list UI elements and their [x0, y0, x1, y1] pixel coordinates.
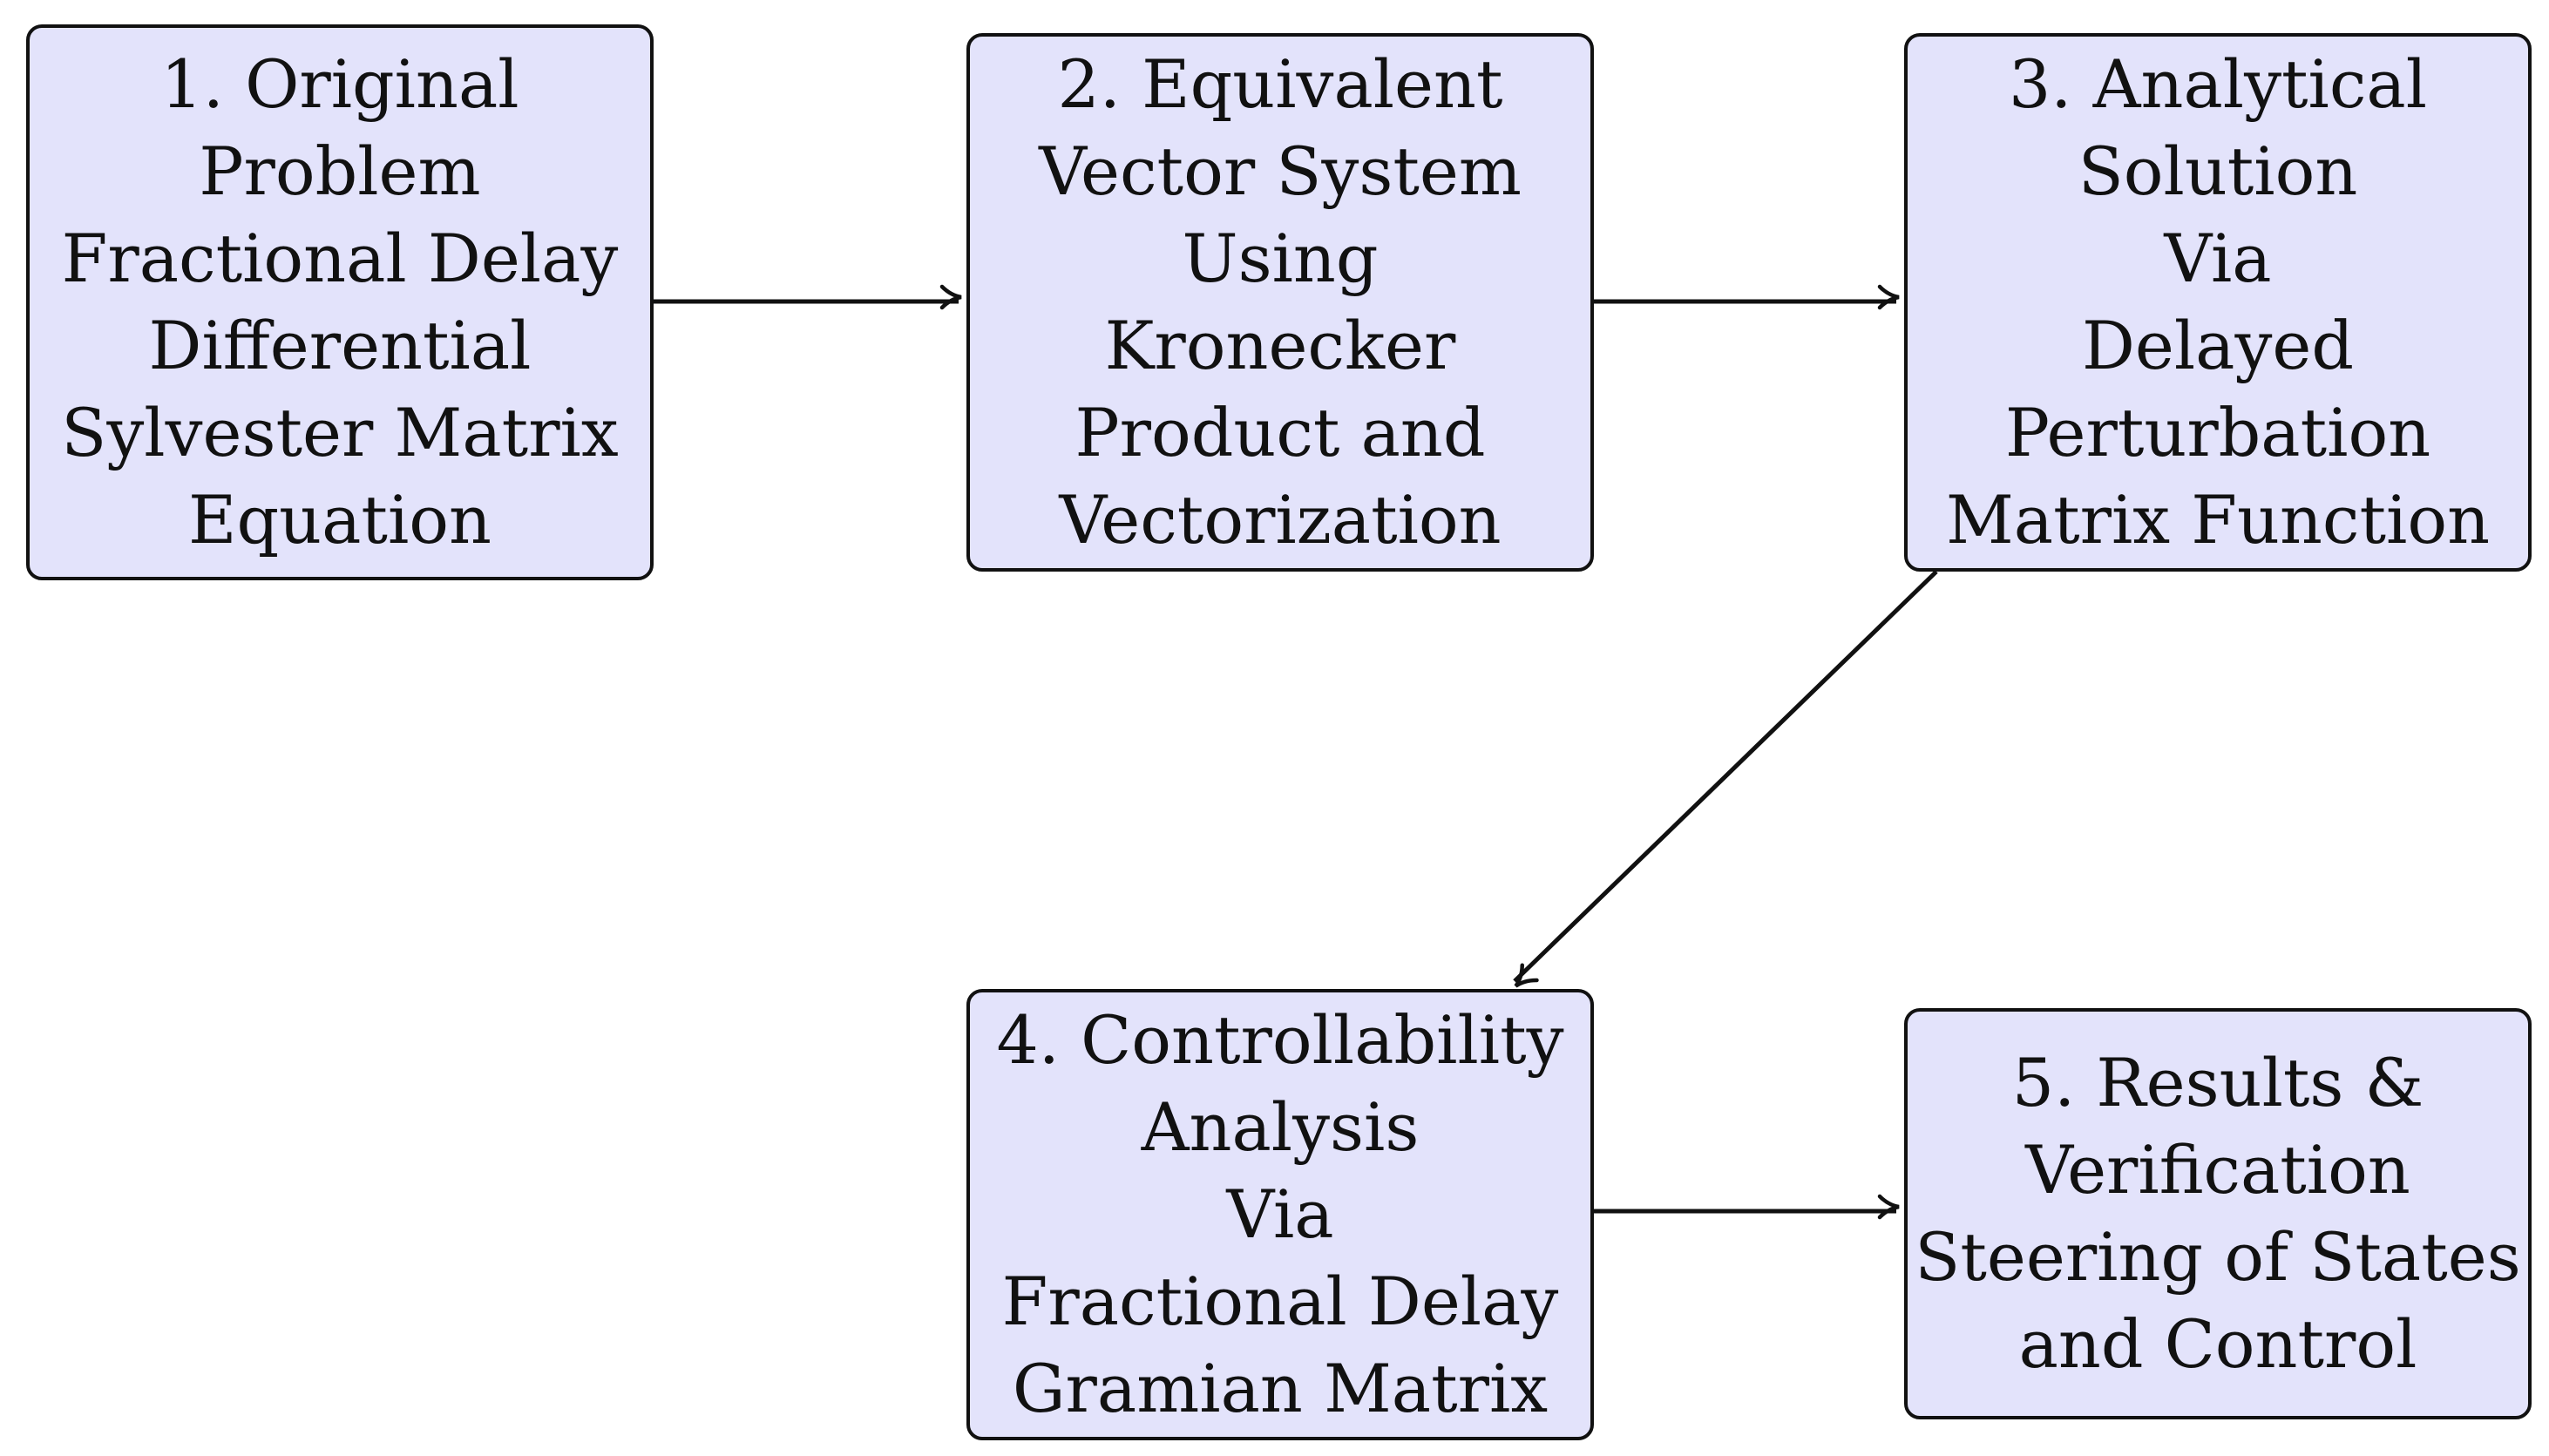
step-2-line: Using	[1182, 220, 1379, 297]
step-2-line: 2. Equivalent	[1057, 45, 1503, 123]
step-1-line: Fractional Delay	[61, 220, 619, 297]
step-4-controllability-node: 4. Controllability Analysis Via Fraction…	[966, 989, 1594, 1440]
step-4-line: Gramian Matrix	[1012, 1350, 1549, 1427]
step-3-line: Perturbation	[2004, 394, 2431, 471]
step-1-line: Equation	[188, 481, 491, 559]
step-1-line: Problem	[199, 132, 481, 210]
step-3-line: Via	[2164, 220, 2272, 297]
step-4-line: Fractional Delay	[1001, 1263, 1559, 1340]
step-3-line: 3. Analytical	[2008, 45, 2428, 123]
step-1-line: 1. Original	[160, 45, 519, 123]
step-2-vector-system-node: 2. Equivalent Vector System Using Kronec…	[966, 33, 1594, 572]
step-5-results-node: 5. Results & Verification Steering of St…	[1904, 1008, 2532, 1419]
step-4-line: 4. Controllability	[996, 1001, 1564, 1079]
step-1-line: Sylvester Matrix	[61, 394, 619, 471]
step-1-original-problem-node: 1. Original Problem Fractional Delay Dif…	[26, 24, 654, 580]
step-2-line: Product and	[1075, 394, 1486, 471]
step-4-line: Via	[1226, 1175, 1334, 1253]
step-5-line: Steering of States	[1915, 1218, 2521, 1296]
step-4-line: Analysis	[1141, 1088, 1420, 1166]
step-5-line: and Control	[2018, 1305, 2417, 1383]
step-5-line: 5. Results &	[2011, 1044, 2424, 1121]
step-5-line: Verification	[2025, 1131, 2410, 1209]
step-3-analytical-solution-node: 3. Analytical Solution Via Delayed Pertu…	[1904, 33, 2532, 572]
step-3-line: Matrix Function	[1945, 481, 2491, 559]
step-3-line: Delayed	[2081, 307, 2355, 384]
step-2-line: Vectorization	[1059, 481, 1502, 559]
step-2-line: Vector System	[1039, 132, 1522, 210]
edge-3-to-4	[1513, 570, 1938, 988]
step-2-line: Kronecker	[1104, 307, 1456, 384]
step-1-line: Differential	[148, 307, 532, 384]
step-3-line: Solution	[2078, 132, 2358, 210]
